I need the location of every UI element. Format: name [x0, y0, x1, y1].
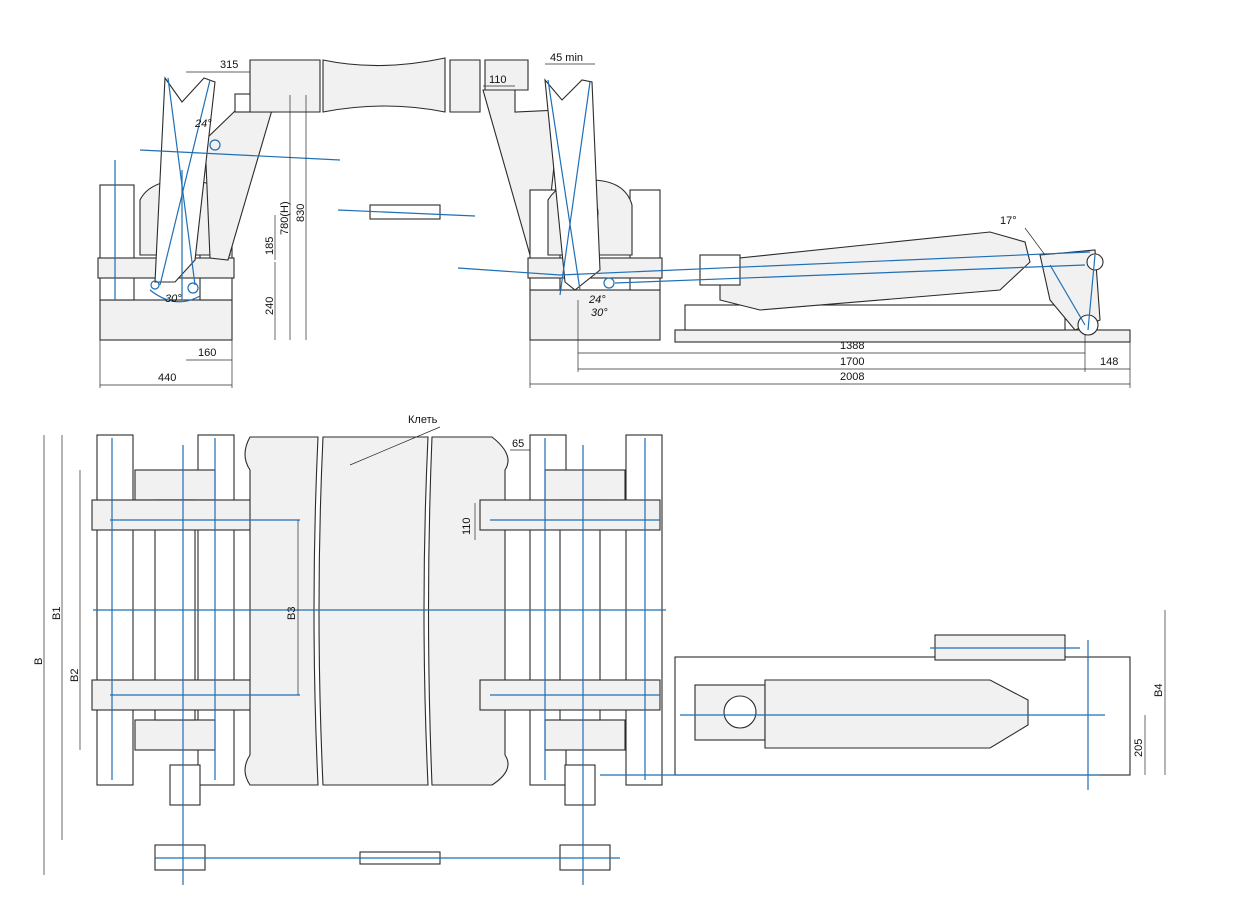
dim-1700: 1700	[840, 356, 864, 368]
dim-240: 240	[264, 297, 276, 315]
dim-30-deg-right: 30°	[591, 307, 608, 319]
dim-b: B	[33, 658, 45, 665]
right-elevation-view: 45 min 110 17° 24° 30° 1388 1700 148 200…	[457, 52, 1131, 388]
dim-b2: B2	[69, 669, 81, 682]
dim-b1: B1	[51, 607, 63, 620]
dim-440: 440	[158, 372, 176, 384]
dim-30-deg: 30°	[165, 293, 182, 305]
dim-110-plan: 110	[461, 517, 473, 535]
stand-label: Клеть	[408, 414, 438, 426]
dim-780h: 780(H)	[279, 201, 291, 235]
dim-24-deg: 24°	[194, 118, 212, 130]
dim-24-deg-right: 24°	[588, 294, 606, 306]
dim-205: 205	[1133, 739, 1145, 757]
dim-315: 315	[220, 59, 238, 71]
dim-110-top: 110	[489, 74, 507, 86]
left-elevation-view: 315 24° 30° 185 780(H) 830 240 160 440	[97, 57, 481, 388]
dim-b3: B3	[286, 607, 298, 620]
dim-1388: 1388	[840, 340, 864, 352]
dim-185: 185	[264, 237, 276, 255]
dim-2008: 2008	[840, 371, 864, 383]
dim-830: 830	[295, 204, 307, 222]
plan-view: Клеть 65 110 B B1 B2 B3 B4 205	[33, 414, 1166, 885]
dim-160: 160	[198, 347, 216, 359]
dim-45-min: 45 min	[550, 52, 583, 64]
dim-17-deg: 17°	[1000, 215, 1017, 227]
dim-b4: B4	[1153, 684, 1165, 697]
dim-65: 65	[512, 438, 524, 450]
dim-148: 148	[1100, 356, 1118, 368]
